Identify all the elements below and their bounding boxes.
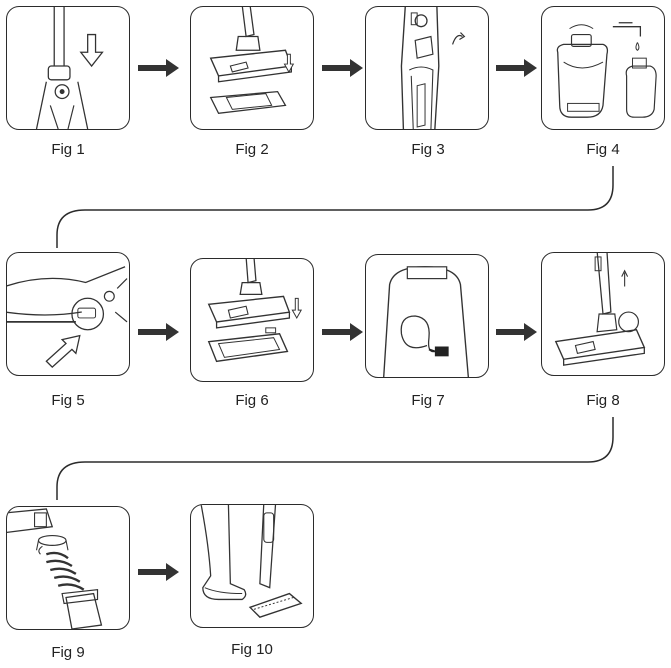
fig10-caption: Fig 10 xyxy=(231,641,273,658)
right-arrow-icon xyxy=(322,59,363,77)
fig7-panel xyxy=(365,254,489,378)
fig7-caption: Fig 7 xyxy=(411,392,445,409)
connector-row2-row3 xyxy=(56,417,614,500)
fig4-caption: Fig 4 xyxy=(586,141,620,158)
fig5-caption: Fig 5 xyxy=(51,392,85,409)
fig9-caption: Fig 9 xyxy=(51,644,85,661)
fig4-panel xyxy=(541,6,665,130)
fig2-illustration xyxy=(209,7,295,114)
fig5-illustration xyxy=(7,266,128,369)
connector-row1-row2 xyxy=(56,166,614,248)
right-arrow-icon xyxy=(496,323,537,341)
right-arrow-icon xyxy=(138,59,179,77)
fig1-illustration xyxy=(35,7,104,129)
fig2-panel xyxy=(190,6,314,130)
fig8-caption: Fig 8 xyxy=(586,392,620,409)
fig10-panel xyxy=(190,504,314,628)
fig3-illustration xyxy=(400,7,466,129)
fig5-panel xyxy=(6,252,130,376)
fig10-illustration xyxy=(200,505,303,618)
fig6-caption: Fig 6 xyxy=(235,392,269,409)
fig1-caption: Fig 1 xyxy=(51,141,85,158)
fig2-caption: Fig 2 xyxy=(235,141,269,158)
right-arrow-icon xyxy=(138,323,179,341)
fig9-panel xyxy=(6,506,130,630)
fig3-panel xyxy=(365,6,489,130)
fig3-caption: Fig 3 xyxy=(411,141,445,158)
right-arrow-icon xyxy=(138,563,179,581)
fig9-illustration xyxy=(7,508,103,629)
fig8-illustration xyxy=(554,253,646,366)
fig7-illustration xyxy=(383,266,470,377)
right-arrow-icon xyxy=(322,323,363,341)
fig4-illustration xyxy=(556,22,657,118)
fig6-panel xyxy=(190,258,314,382)
fig1-panel xyxy=(6,6,130,130)
right-arrow-icon xyxy=(496,59,537,77)
fig6-illustration xyxy=(207,259,303,363)
fig8-panel xyxy=(541,252,665,376)
